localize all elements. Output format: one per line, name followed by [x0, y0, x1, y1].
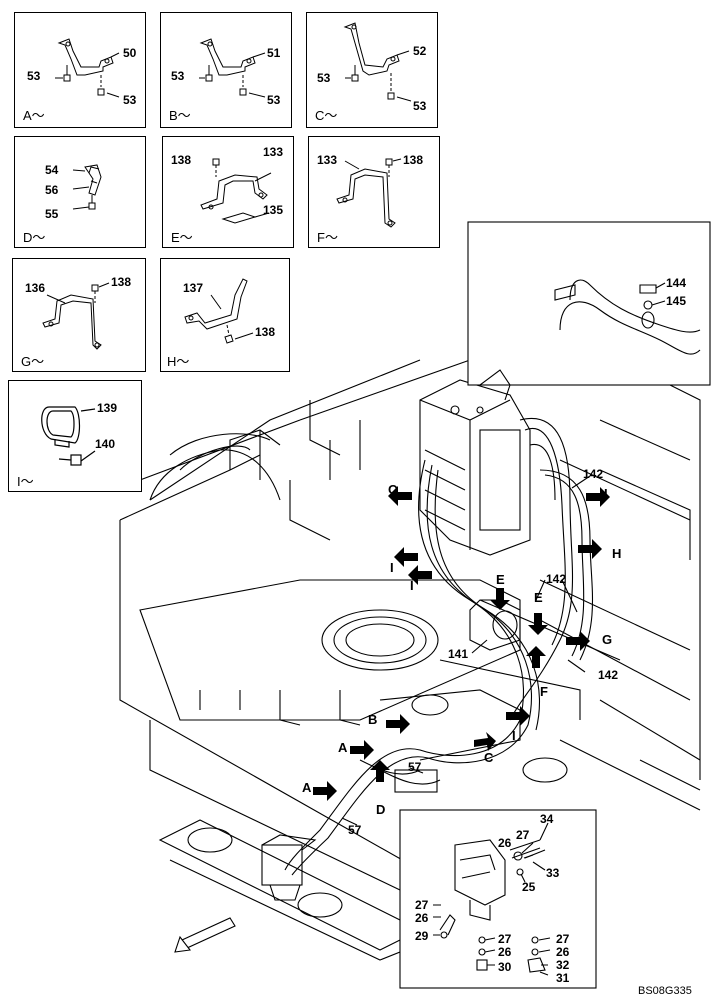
part-number-26: 26: [498, 836, 512, 850]
part-number-133: 133: [317, 153, 338, 167]
part-number-138: 138: [111, 275, 132, 289]
part-number-26: 26: [415, 911, 429, 925]
callout-142: 142: [583, 467, 604, 481]
view-marker-e: E: [534, 590, 543, 605]
part-number-56: 56: [45, 183, 59, 197]
view-marker-g: G: [602, 632, 613, 647]
part-number-31: 31: [556, 971, 570, 985]
detail-panel-c: 52 53 53 C～: [306, 12, 438, 128]
view-marker-a: A: [338, 740, 348, 755]
part-number-27: 27: [415, 898, 429, 912]
drawing-reference-code: BS08G335: [638, 985, 692, 997]
bracket-50-drawing: [55, 38, 120, 98]
part-number-140: 140: [95, 437, 116, 451]
panel-caption-h: H～: [167, 354, 190, 369]
part-number-133: 133: [263, 145, 284, 159]
panel-caption-i: I～: [17, 474, 34, 489]
panel-caption-g: G～: [21, 354, 45, 369]
callout-141: 141: [448, 647, 469, 661]
bracket-52-drawing: [343, 22, 412, 102]
view-marker-i: I: [604, 486, 608, 501]
part-number-30: 30: [498, 960, 512, 974]
part-number-54: 54: [45, 163, 59, 177]
panel-caption-e: E～: [171, 230, 193, 245]
view-marker-a: A: [302, 780, 312, 795]
view-marker-b: B: [368, 712, 378, 727]
bracket-133-drawing: [200, 158, 272, 224]
bracket-133-f-drawing: [336, 158, 402, 228]
detail-panel-f: 133 138 F～: [308, 136, 440, 248]
callout-57: 57: [408, 760, 422, 774]
part-number-145: 145: [666, 294, 687, 308]
part-number-52: 52: [413, 44, 427, 58]
part-number-138: 138: [255, 325, 276, 339]
part-number-34: 34: [540, 812, 554, 826]
part-number-135: 135: [263, 203, 284, 217]
detail-panel-i: 139 140 I～: [8, 380, 142, 492]
part-number-144: 144: [666, 276, 687, 290]
part-number-53: 53: [413, 99, 427, 113]
callout-142: 142: [546, 572, 567, 586]
view-marker-c: C: [484, 750, 494, 765]
part-number-53: 53: [267, 93, 281, 107]
panel-caption-d: D～: [23, 230, 46, 245]
view-marker-f: F: [540, 684, 548, 699]
view-marker-e: E: [496, 572, 505, 587]
view-marker-i: I: [390, 560, 394, 575]
part-number-26: 26: [556, 945, 570, 959]
part-number-27: 27: [556, 932, 570, 946]
view-marker-i: I: [512, 728, 516, 743]
panel-caption-a: A～: [23, 108, 45, 123]
part-number-26: 26: [498, 945, 512, 959]
part-number-53: 53: [171, 69, 185, 83]
part-number-51: 51: [267, 46, 281, 60]
detail-panel-e: 138 133 135 E～: [162, 136, 294, 248]
detail-panel-a: 50 53 53 A～: [14, 12, 146, 128]
part-number-32: 32: [556, 958, 570, 972]
clamp-139-drawing: [41, 406, 96, 466]
panel-caption-b: B～: [169, 108, 191, 123]
part-number-53: 53: [317, 71, 331, 85]
part-number-25: 25: [522, 880, 536, 894]
view-marker-d: D: [376, 802, 386, 817]
panel-caption-c: C～: [315, 108, 338, 123]
callout-57: 57: [348, 823, 362, 837]
part-number-53: 53: [27, 69, 41, 83]
clamp-54-drawing: [72, 164, 102, 210]
part-number-55: 55: [45, 207, 59, 221]
part-number-139: 139: [97, 401, 118, 415]
part-number-137: 137: [183, 281, 204, 295]
part-number-138: 138: [171, 153, 192, 167]
part-number-138: 138: [403, 153, 424, 167]
view-marker-h: H: [612, 546, 622, 561]
bracket-51-drawing: [199, 38, 266, 98]
part-number-53: 53: [123, 93, 137, 107]
part-number-29: 29: [415, 929, 429, 943]
part-number-27: 27: [498, 932, 512, 946]
part-number-33: 33: [546, 866, 560, 880]
part-number-136: 136: [25, 281, 46, 295]
part-number-50: 50: [123, 46, 137, 60]
detail-panel-b: 51 53 53 B～: [160, 12, 292, 128]
panel-caption-f: F～: [317, 230, 338, 245]
detail-panel-h: 137 138 H～: [160, 258, 290, 372]
view-marker-o: O: [388, 482, 399, 497]
callout-142: 142: [598, 668, 619, 682]
detail-panel-d: 54 56 55 D～: [14, 136, 146, 248]
detail-panel-g: 136 138 G～: [12, 258, 146, 372]
bracket-137-drawing: [184, 278, 254, 344]
bracket-136-drawing: [42, 282, 110, 350]
view-marker-i: I: [410, 578, 414, 593]
part-number-27: 27: [516, 828, 530, 842]
